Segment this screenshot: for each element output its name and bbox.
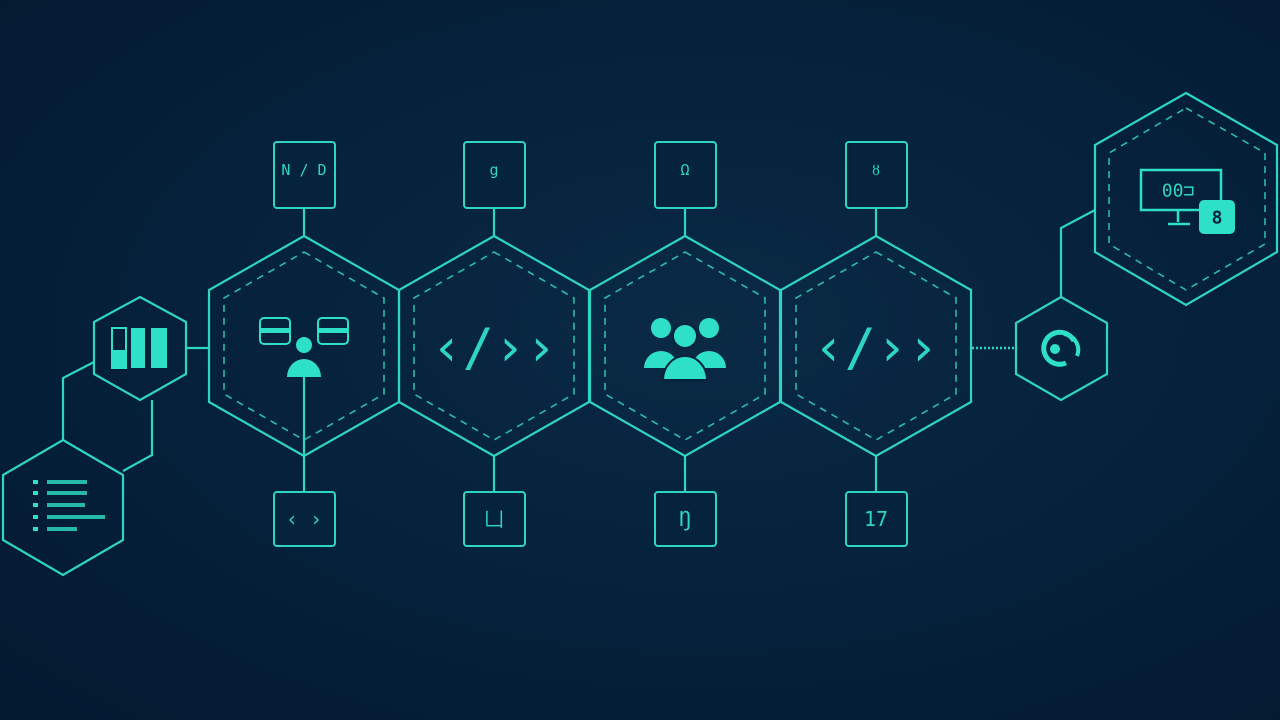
top-box-3[interactable]: Ω <box>654 141 717 209</box>
hex-inner-dashed <box>223 251 385 441</box>
team-sync-icon <box>259 317 349 456</box>
bottom-box-1[interactable]: ‹ › <box>273 491 336 547</box>
top-box-label: N / D <box>281 161 326 179</box>
bottom-box-4[interactable]: 17 <box>845 491 908 547</box>
bottom-box-label: ‹ › <box>286 507 322 531</box>
top-box-1[interactable]: N / D <box>273 141 336 209</box>
code-icon: ‹/›› <box>813 318 938 378</box>
hex-inner-dashed <box>795 251 957 441</box>
group-users-icon <box>644 318 726 381</box>
right-hex-monitor[interactable]: 00⊐ 8 <box>1093 91 1279 307</box>
bottom-box-3[interactable]: Ŋ <box>654 491 717 547</box>
top-box-4[interactable]: ȣ <box>845 141 908 209</box>
bottom-box-label: Ŋ <box>679 507 691 531</box>
refresh-icon <box>1041 329 1081 367</box>
left-hex-chart <box>92 295 188 402</box>
list-icon <box>33 480 105 531</box>
hex-node-4[interactable]: ȣ 17 ‹/›› <box>779 141 973 547</box>
top-box-label: g <box>489 161 498 179</box>
monitor-lock-icon: 00⊐ 8 <box>1139 168 1235 234</box>
bottom-box-2[interactable]: 凵 <box>463 491 526 547</box>
bar-chart-icon <box>111 327 167 369</box>
code-icon: ‹/›› <box>431 318 556 378</box>
hex-outline <box>779 234 973 458</box>
bottom-box-label: 17 <box>864 507 888 531</box>
right-hex-refresh[interactable] <box>1014 295 1109 402</box>
top-box-label: ȣ <box>872 161 880 179</box>
top-box-label: Ω <box>680 161 689 179</box>
bottom-box-label: 凵 <box>484 507 504 531</box>
left-connectors <box>61 346 209 472</box>
code-glyph: ‹/›› <box>431 318 556 378</box>
top-box-2[interactable]: g <box>463 141 526 209</box>
lock-badge: 8 <box>1212 208 1223 229</box>
hex-node-2[interactable]: g 凵 ‹/›› <box>397 141 591 547</box>
hex-node-1[interactable]: N / D ‹ › <box>207 141 401 547</box>
left-hex-list <box>1 438 125 577</box>
right-connectors <box>972 209 1096 350</box>
hex-inner-dashed <box>413 251 575 441</box>
code-glyph: ‹/›› <box>813 318 938 378</box>
hex-node-3[interactable]: ΩŊ <box>588 141 782 547</box>
monitor-screen-text: 00⊐ <box>1162 181 1195 202</box>
hex-inner-dashed <box>604 251 766 441</box>
